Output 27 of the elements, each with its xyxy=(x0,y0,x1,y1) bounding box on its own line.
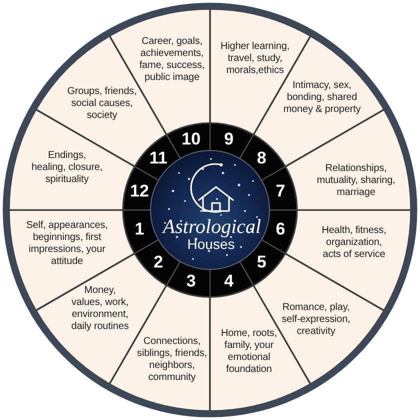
script-title-text: Astrological xyxy=(162,217,262,237)
house-description: Intimacy, sex, bonding, shared money & property xyxy=(282,80,362,116)
house-number: 11 xyxy=(149,150,168,167)
house-number: 3 xyxy=(186,272,196,289)
house-description: Home, roots, family, your emotional foundation xyxy=(220,328,278,376)
house-description: Romance, play, self-expression, creativity xyxy=(281,302,351,338)
house-description: Self, appearances, beginnings, first impressions, your attitude xyxy=(26,220,108,268)
house-number: 4 xyxy=(224,272,234,289)
house-description: Career, goals, achievements, fame, success, public image xyxy=(138,36,206,84)
house-description: Higher learning, travel, study, morals,ethics xyxy=(220,41,290,77)
house-number: 1 xyxy=(134,220,144,238)
house-number: 2 xyxy=(154,253,164,270)
house-number: 9 xyxy=(224,130,234,148)
house-description: Health, fitness, organization, acts of service xyxy=(321,225,387,261)
house-number: 10 xyxy=(182,130,201,148)
house-number: 7 xyxy=(276,182,286,200)
house-number: 8 xyxy=(256,150,266,167)
house-description: Groups, friends, social causes, society xyxy=(66,86,138,122)
house-description: Connections, siblings, friends, neighbors, community xyxy=(136,336,208,384)
house-number: 6 xyxy=(276,220,286,238)
house-number: 5 xyxy=(256,253,266,270)
house-description: Endings, healing, closure, spirituality xyxy=(30,150,104,186)
house-number: 12 xyxy=(130,182,149,200)
house-description: Relationships, mutuality, sharing, marriage xyxy=(316,163,396,199)
house-description: Money, values, work, environment, daily routines xyxy=(70,285,130,333)
house-sector xyxy=(285,210,411,311)
title-text: Houses xyxy=(187,237,235,251)
